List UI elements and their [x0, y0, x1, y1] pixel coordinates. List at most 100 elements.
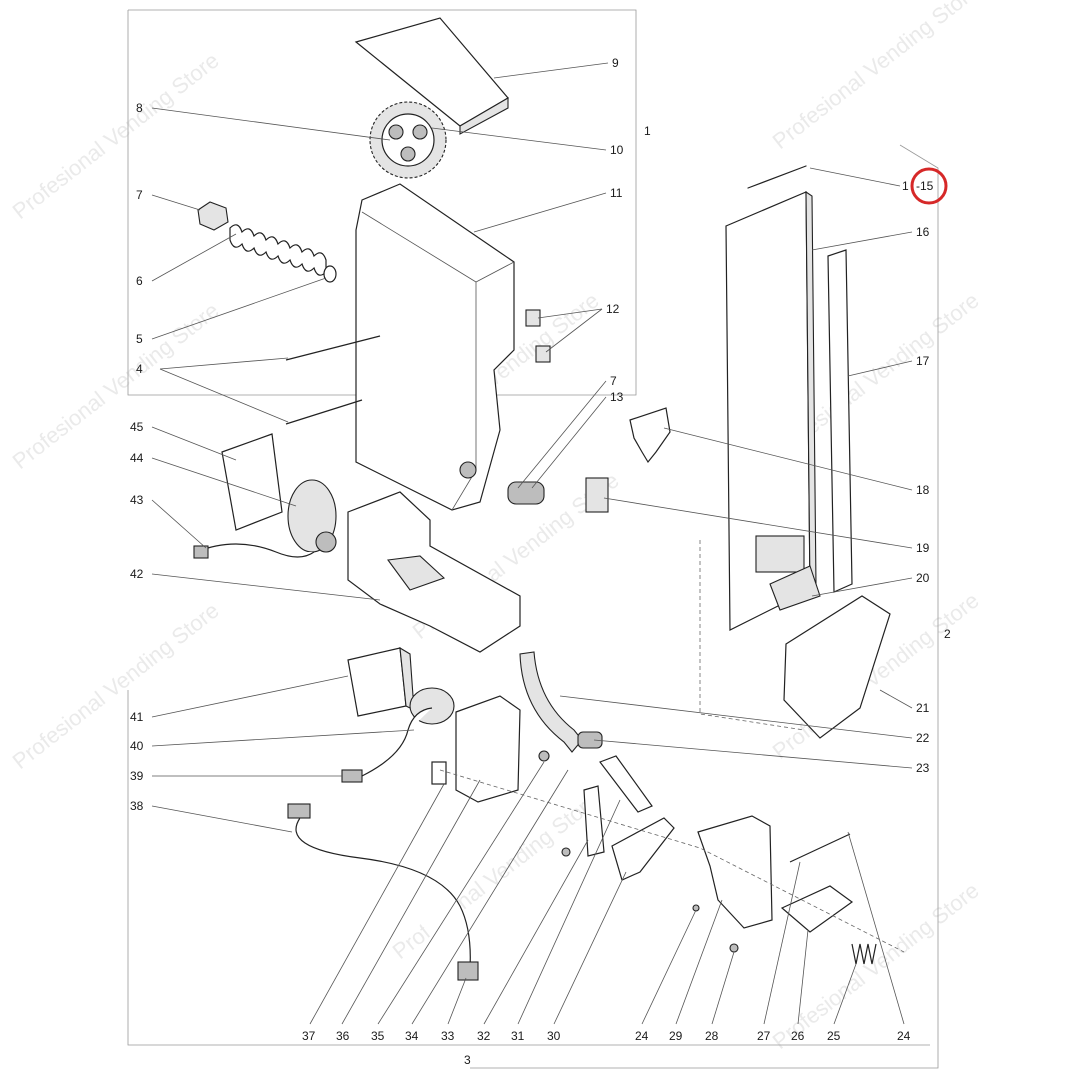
group-2-dash-outline — [699, 540, 805, 731]
callout-label-1-of-15: 1 — [902, 179, 909, 193]
callout-label-15: -15 — [916, 179, 934, 193]
part-42-chute — [387, 555, 446, 591]
part-5-ring — [323, 265, 337, 283]
part-9-lid — [354, 17, 509, 127]
part-38-cable — [295, 817, 471, 969]
callout-label-34: 34 — [405, 1029, 419, 1043]
callout-label-17: 17 — [916, 354, 930, 368]
group-1-bracket — [127, 9, 637, 396]
callout-label-26: 26 — [791, 1029, 805, 1043]
callout-label-33: 33 — [441, 1029, 455, 1043]
callout-label-7b: 7 — [610, 374, 617, 388]
callout-label-24b: 24 — [897, 1029, 911, 1043]
part-26-dispenser-arm — [780, 885, 854, 933]
callout-label-5: 5 — [136, 332, 143, 346]
callout-label-4: 4 — [136, 362, 143, 376]
part-15-rod — [747, 165, 807, 189]
part-35-small-part — [561, 847, 571, 857]
callout-label-25: 25 — [827, 1029, 841, 1043]
part-8-gear-hole — [388, 124, 404, 140]
callout-label-11: 11 — [610, 186, 623, 200]
leader-lines — [151, 62, 913, 1025]
callout-label-20: 20 — [916, 571, 930, 585]
part-19-bracket — [755, 535, 805, 573]
part-4-rod — [285, 399, 363, 425]
callout-label-29: 29 — [669, 1029, 683, 1043]
callout-label-45: 45 — [130, 420, 144, 434]
part-4-rod — [285, 335, 381, 361]
callout-label-43: 43 — [130, 493, 144, 507]
callout-label-36: 36 — [336, 1029, 350, 1043]
part-37-control-box — [455, 695, 521, 803]
part-11-outlet — [459, 461, 477, 479]
watermark: Profesional Vending Store — [8, 598, 224, 774]
part-30-flap — [611, 817, 675, 881]
part-41-housing — [347, 647, 407, 717]
part-11-hopper — [355, 183, 515, 511]
callout-label-27: 27 — [757, 1029, 771, 1043]
part-45-bracket — [221, 433, 283, 531]
callout-label-9: 9 — [612, 56, 619, 70]
part-7-nut — [197, 201, 229, 231]
part-21-cup-holder — [783, 595, 891, 739]
part-8-gear-hole — [400, 146, 416, 162]
part-29-frame — [697, 815, 773, 929]
part-25-spring — [851, 943, 877, 965]
part-12-clip — [525, 309, 541, 327]
callout-label-35: 35 — [371, 1029, 385, 1043]
callout-label-6: 6 — [136, 274, 143, 288]
part-43-cable — [195, 543, 315, 558]
callout-label-12: 12 — [606, 302, 620, 316]
part-18-funnel — [629, 407, 671, 464]
callout-label-13: 13 — [610, 390, 624, 404]
watermark: Profesional Vending Store — [768, 0, 984, 154]
callout-label-7a: 7 — [136, 188, 143, 202]
callout-label-21: 21 — [916, 701, 930, 715]
callout-label-41: 41 — [130, 710, 144, 724]
callout-label-16: 16 — [916, 225, 930, 239]
watermark: Profesional Vending Store — [8, 48, 224, 224]
callout-label-19: 19 — [916, 541, 930, 555]
part-31-tube — [599, 755, 653, 813]
part-12b-clip — [585, 477, 609, 513]
callout-label-42: 42 — [130, 567, 144, 581]
part-43-connector — [193, 545, 209, 559]
part-28-screw — [729, 943, 739, 953]
callout-label-22: 22 — [916, 731, 930, 745]
part-34-small-part — [538, 750, 550, 762]
part-44-motor-shaft — [315, 531, 337, 553]
callout-label-8: 8 — [136, 101, 143, 115]
callout-label-44: 44 — [130, 451, 144, 465]
part-38-connector — [287, 803, 311, 819]
part-23-fitting — [577, 731, 603, 749]
part-27-pin — [789, 833, 851, 863]
callout-label-39: 39 — [130, 769, 144, 783]
callout-label-18: 18 — [916, 483, 930, 497]
part-24-screw — [692, 904, 700, 912]
part-39-connector — [341, 769, 363, 783]
part-6-spiral — [229, 224, 327, 276]
watermark: Profesional Vending Store — [8, 298, 224, 474]
callout-label-28: 28 — [705, 1029, 719, 1043]
group-2-bracket — [470, 144, 939, 1069]
callout-label-40: 40 — [130, 739, 144, 753]
part-22-hose — [519, 651, 583, 753]
callout-labels: 1 2 3 9 8 10 11 7 6 5 4 12 7 13 45 44 43… — [130, 56, 951, 1067]
callout-label-1: 1 — [644, 124, 651, 138]
callout-label-32: 32 — [477, 1029, 491, 1043]
callout-label-31: 31 — [511, 1029, 525, 1043]
callout-label-3: 3 — [464, 1053, 471, 1067]
part-17-guide — [827, 249, 853, 593]
callout-label-30: 30 — [547, 1029, 561, 1043]
part-36-sensor — [431, 761, 447, 785]
callout-label-23: 23 — [916, 761, 930, 775]
part-8-gear-hole — [412, 124, 428, 140]
callout-label-37: 37 — [302, 1029, 316, 1043]
part-33-connector — [457, 961, 479, 981]
callout-label-38: 38 — [130, 799, 144, 813]
group-3-bracket — [127, 690, 930, 1046]
part-32-lever — [583, 785, 605, 857]
part-12-clip — [535, 345, 551, 363]
callout-label-10: 10 — [610, 143, 624, 157]
